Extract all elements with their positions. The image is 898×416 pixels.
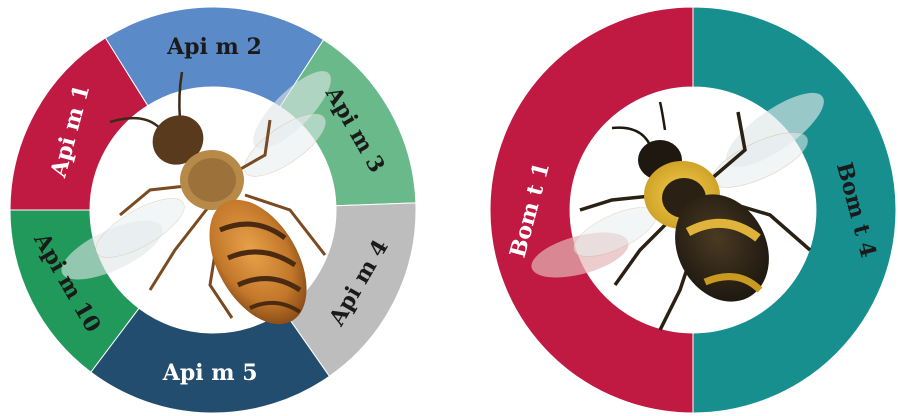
label-api-m-2: Api m 2: [166, 34, 262, 60]
label-api-m-5: Api m 5: [162, 360, 258, 386]
